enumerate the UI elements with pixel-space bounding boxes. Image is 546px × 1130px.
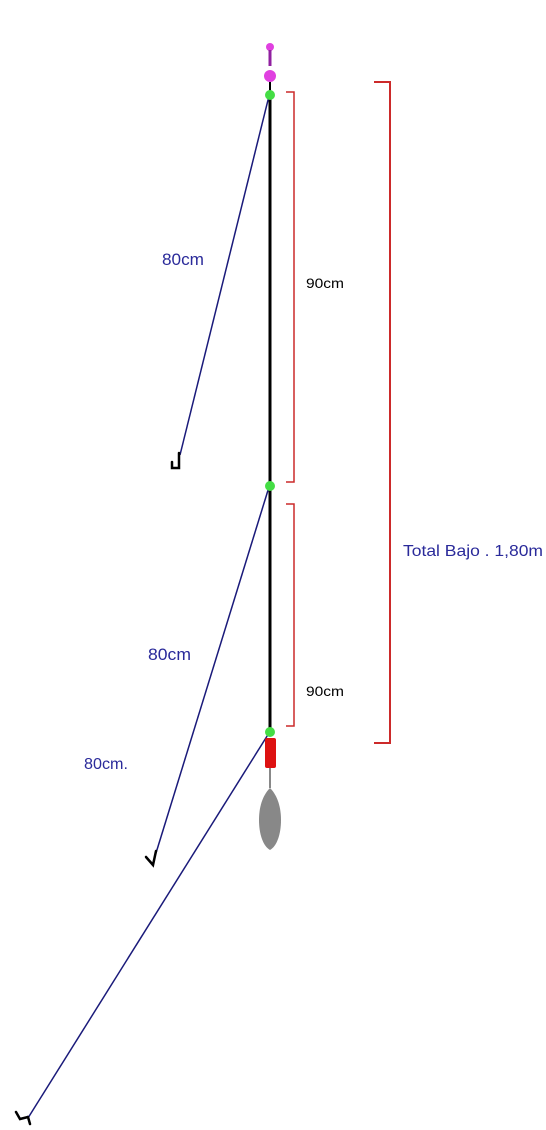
total-bracket: [374, 81, 391, 744]
leader-line-1: [179, 95, 270, 456]
swivel-icon: [264, 43, 276, 93]
segment-bracket-1: [286, 91, 295, 483]
sinker-icon: [259, 788, 281, 850]
segment-length-label-1: 90cm: [306, 275, 344, 291]
swivel-bottom-ring: [264, 70, 276, 82]
hook-1: [170, 451, 181, 470]
hook-2: [144, 849, 158, 868]
leader-length-label-2: 80cm: [148, 645, 191, 664]
knot-2: [265, 481, 275, 491]
snap-clip-icon: [265, 738, 276, 768]
hook-icon: [14, 451, 181, 1126]
swivel-top-ring: [266, 43, 274, 51]
segment-length-label-2: 90cm: [306, 683, 344, 699]
hook-3: [14, 1110, 32, 1126]
leader-length-label-1: 80cm: [162, 250, 204, 269]
knot-3: [265, 727, 275, 737]
leader-line-3: [27, 732, 270, 1119]
knot-1: [265, 90, 275, 100]
leader-length-label-3: 80cm.: [84, 756, 128, 773]
segment-bracket-2: [286, 503, 295, 727]
knot-icon: [265, 90, 275, 737]
total-length-label: Total Bajo . 1,80m: [403, 543, 543, 560]
leader-line-2: [155, 486, 270, 854]
